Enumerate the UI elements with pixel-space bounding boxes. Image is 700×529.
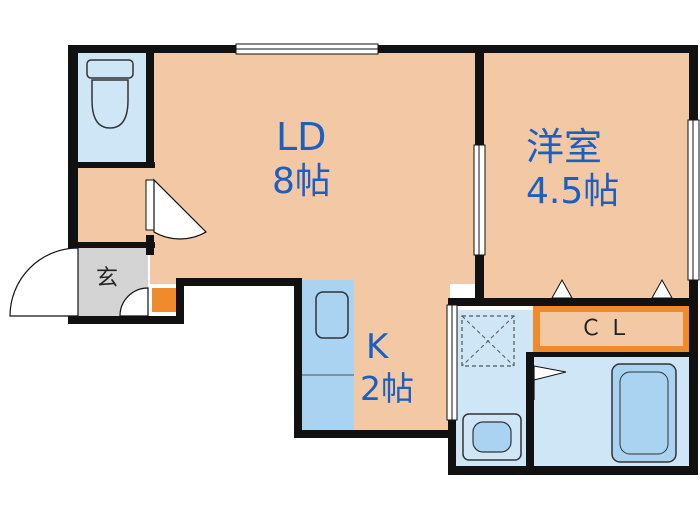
shoe-box: [152, 288, 176, 312]
western-room-size: 4.5帖: [526, 171, 620, 212]
ld-floor: [150, 52, 477, 284]
hall-door-swing: [153, 178, 207, 240]
closet-label: ＣＬ: [580, 316, 637, 341]
toilet-door: [145, 179, 155, 231]
closet-door-right-icon: [651, 278, 673, 299]
kitchen-room-name: K: [366, 327, 389, 367]
washroom-door: [446, 304, 458, 421]
western-room-floor: [484, 52, 690, 300]
bathtub-inner: [619, 371, 669, 455]
window-right-western: [687, 119, 700, 281]
ld-room-name: LD: [276, 115, 327, 159]
washer-pan-diagonal: [461, 315, 515, 367]
washer-pan-icon: [461, 315, 515, 367]
toilet-tank-icon: [86, 59, 134, 79]
entrance-door-swing: [9, 247, 79, 317]
kitchen-room-size: 2帖: [360, 369, 414, 408]
wash-basin-bowl: [472, 421, 512, 453]
entrance-label: 玄: [96, 266, 119, 291]
western-room-name: 洋室: [526, 125, 603, 169]
window-top-ld: [235, 43, 379, 55]
entrance-inner-door: [119, 287, 149, 317]
kitchen-sink-icon: [315, 291, 349, 339]
hall-floor: [78, 165, 153, 245]
sliding-door-western: [473, 144, 486, 256]
ld-room-size: 8帖: [272, 161, 331, 202]
closet-inner: [540, 312, 683, 346]
closet-door-left-icon: [551, 278, 573, 299]
toilet-bowl-icon: [91, 79, 129, 129]
